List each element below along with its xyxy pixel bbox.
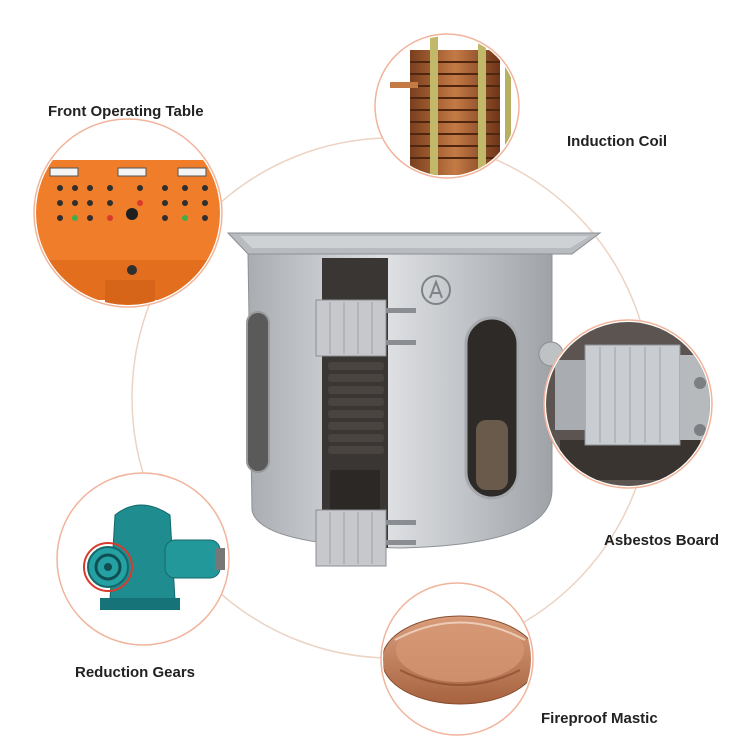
callout-reduction-gears: [56, 472, 230, 646]
callout-front-operating-table: [33, 118, 223, 308]
label-reduction-gears: Reduction Gears: [75, 664, 196, 681]
label-fireproof-mastic: Fireproof Mastic: [541, 710, 658, 727]
label-induction-coil: Induction Coil: [567, 133, 667, 150]
furnace-coil-turns: [328, 362, 384, 454]
furnace-window-left: [246, 311, 270, 473]
label-asbestos-board: Asbestos Board: [604, 532, 720, 549]
furnace-illustration: [226, 232, 602, 567]
callout-asbestos-board: [543, 319, 713, 489]
furnace-logo: [421, 275, 451, 305]
callout-fireproof-mastic: [380, 582, 534, 736]
callout-induction-coil: [374, 33, 520, 179]
label-front-operating-table: Front Operating Table: [48, 103, 204, 120]
furnace-board-upper: [315, 299, 387, 357]
furnace-board-lower: [315, 509, 387, 567]
